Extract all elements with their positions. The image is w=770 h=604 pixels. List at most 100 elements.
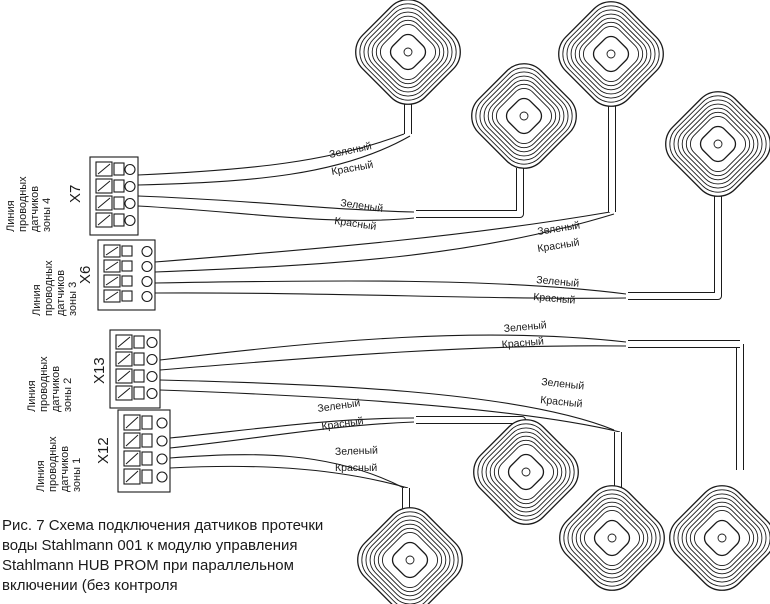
sensor-center — [713, 139, 723, 149]
wire-label-green: Зеленый — [541, 376, 585, 392]
sensor-cable-fill — [628, 172, 721, 299]
terminal-wire-entry — [146, 370, 158, 383]
sensor-contour — [481, 427, 571, 517]
wire-label-green: Зеленый — [503, 319, 547, 335]
leak-sensor — [471, 63, 577, 169]
signal-wire — [159, 345, 627, 371]
wire-label-green: Зеленый — [335, 444, 379, 457]
zone4-label: Линия проводных датчиков зоны 4 — [5, 173, 53, 232]
terminal-wire-entry — [124, 214, 136, 227]
sensor-contour — [563, 489, 661, 587]
sensor-contour — [369, 519, 451, 601]
sensor-core — [391, 541, 429, 579]
sensor-contour — [582, 25, 640, 83]
connector-x6-label: X6 — [77, 266, 94, 284]
sensor-contour — [477, 423, 575, 521]
terminal-clamp — [113, 196, 125, 210]
wire-label-red: Красный — [334, 215, 378, 233]
sensor-contour — [367, 11, 449, 93]
sensor-contour — [379, 23, 437, 81]
wire-label-red: Красный — [537, 236, 581, 254]
sensor-layer — [355, 0, 770, 604]
sensor-center — [521, 467, 531, 477]
terminal-screw-line — [117, 370, 131, 382]
sensor-contour — [685, 111, 751, 177]
zone2-label: Линия проводных датчиков зоны 2 — [26, 353, 74, 412]
sensor-contour — [365, 515, 455, 604]
sensor-center — [403, 47, 413, 57]
leak-sensor — [355, 0, 461, 105]
terminal-block — [117, 409, 171, 493]
signal-wire — [159, 334, 627, 361]
sensor-contour — [578, 21, 644, 87]
signal-wire — [154, 213, 615, 273]
terminal-block — [97, 239, 156, 311]
terminal-wire-entry — [141, 290, 153, 303]
sensor-contour — [583, 509, 641, 567]
sensor-contour — [375, 19, 441, 85]
terminal-clamp — [113, 179, 125, 193]
terminal-screw-line — [125, 452, 139, 465]
terminal-clamp — [121, 260, 133, 272]
wire-label-red: Красный — [501, 335, 544, 351]
terminal-wire-entry — [156, 435, 168, 447]
zone3-label: Линия проводных датчиков зоны 3 — [31, 257, 79, 316]
terminal-screw-line — [97, 180, 111, 192]
leak-sensor — [559, 485, 665, 591]
connector-x7-label: X7 — [67, 185, 84, 203]
terminal-wire-entry — [124, 163, 136, 176]
sensor-core — [507, 453, 545, 491]
sensor-contour — [363, 7, 453, 97]
sensor-core — [593, 519, 631, 557]
sensor-contour — [673, 489, 770, 587]
terminal-clamp — [113, 162, 125, 176]
sensor-core — [699, 125, 737, 163]
sensor-contour — [681, 107, 755, 181]
terminal-wire-entry — [141, 260, 153, 273]
sensor-contour — [673, 99, 763, 189]
terminal-clamp — [121, 290, 133, 302]
wire-label-green: Зеленый — [340, 197, 384, 215]
wire-label-red: Красный — [330, 159, 374, 178]
terminal-clamp — [133, 335, 145, 349]
terminal-screw-line — [117, 353, 131, 365]
figure-caption: Рис. 7 Схема подключения датчиков протеч… — [2, 517, 324, 594]
sensor-core — [703, 519, 741, 557]
terminal-wire-entry — [141, 245, 153, 258]
terminal-screw-line — [97, 214, 111, 226]
terminal-clamp — [121, 275, 133, 287]
sensor-contour — [669, 95, 767, 193]
terminal-screw-line — [117, 336, 131, 348]
terminal-screw-line — [97, 197, 111, 209]
sensor-contour — [485, 431, 567, 513]
sensor-contour — [681, 497, 763, 579]
sensor-contour — [475, 67, 573, 165]
terminal-wire-entry — [146, 387, 158, 400]
sensor-contour — [575, 501, 649, 575]
signal-wire — [169, 421, 415, 449]
sensor-contour — [677, 493, 767, 583]
signal-wire — [137, 195, 415, 213]
leak-sensor — [357, 507, 463, 604]
sensor-cable — [416, 168, 524, 218]
wire-label-green: Зеленый — [317, 397, 361, 415]
terminal-clamp — [141, 415, 153, 430]
terminal-screw-line — [105, 291, 119, 301]
terminal-clamp — [133, 369, 145, 383]
signal-wire — [137, 135, 411, 186]
signal-wire — [159, 379, 615, 431]
signal-wire — [159, 389, 621, 433]
wire-label-red: Красный — [335, 462, 377, 474]
sensor-contour — [677, 103, 759, 185]
sensor-contour — [359, 3, 457, 101]
wire-label-green: Зеленый — [328, 140, 373, 161]
sensor-contour — [689, 505, 755, 571]
terminal-screw-line — [105, 276, 119, 286]
wire-layer — [137, 133, 627, 489]
sensor-core — [592, 35, 630, 73]
terminal-clamp — [141, 451, 153, 466]
terminal-wire-entry — [156, 453, 168, 465]
sensor-contour — [567, 493, 657, 583]
sensor-center — [606, 49, 616, 59]
